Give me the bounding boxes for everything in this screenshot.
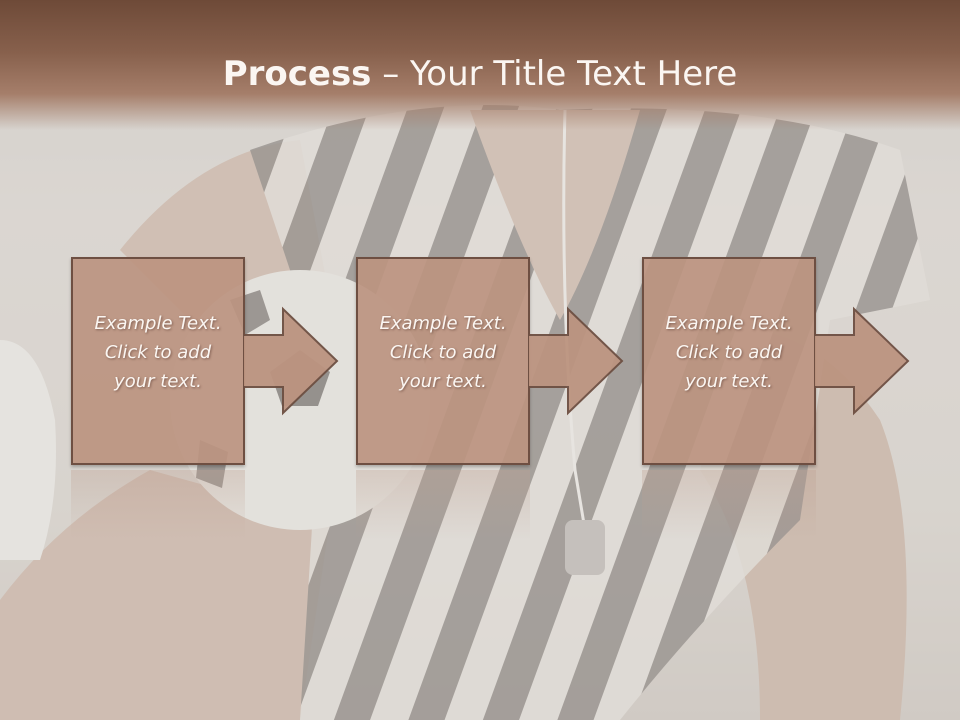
- process-step-1[interactable]: Example Text. Click to add your text.: [71, 257, 341, 467]
- step-reflection: [356, 470, 530, 540]
- step-text-line: Click to add: [389, 342, 497, 363]
- step-text-line: Example Text.: [665, 313, 793, 334]
- slide-title[interactable]: Process – Your Title Text Here: [0, 52, 960, 96]
- step-text-line: your text.: [114, 371, 202, 392]
- title-bold: Process: [222, 54, 372, 94]
- title-rest: – Your Title Text Here: [371, 54, 738, 94]
- step-text-line: your text.: [685, 371, 773, 392]
- right-arrow-icon: [528, 306, 624, 416]
- step-text-line: Click to add: [675, 342, 783, 363]
- step-box[interactable]: Example Text. Click to add your text.: [642, 257, 816, 465]
- step-text[interactable]: Example Text. Click to add your text.: [650, 309, 808, 396]
- step-box[interactable]: Example Text. Click to add your text.: [356, 257, 530, 465]
- title-bar: [0, 0, 960, 130]
- step-text-line: Click to add: [104, 342, 212, 363]
- step-text-line: Example Text.: [379, 313, 507, 334]
- step-text-line: Example Text.: [94, 313, 222, 334]
- right-arrow-icon: [243, 306, 339, 416]
- step-box[interactable]: Example Text. Click to add your text.: [71, 257, 245, 465]
- step-text[interactable]: Example Text. Click to add your text.: [364, 309, 522, 396]
- step-text[interactable]: Example Text. Click to add your text.: [79, 309, 237, 396]
- step-reflection: [71, 470, 245, 540]
- step-reflection: [642, 470, 816, 540]
- step-text-line: your text.: [399, 371, 487, 392]
- process-step-3[interactable]: Example Text. Click to add your text.: [642, 257, 912, 467]
- right-arrow-icon: [814, 306, 910, 416]
- process-step-2[interactable]: Example Text. Click to add your text.: [356, 257, 626, 467]
